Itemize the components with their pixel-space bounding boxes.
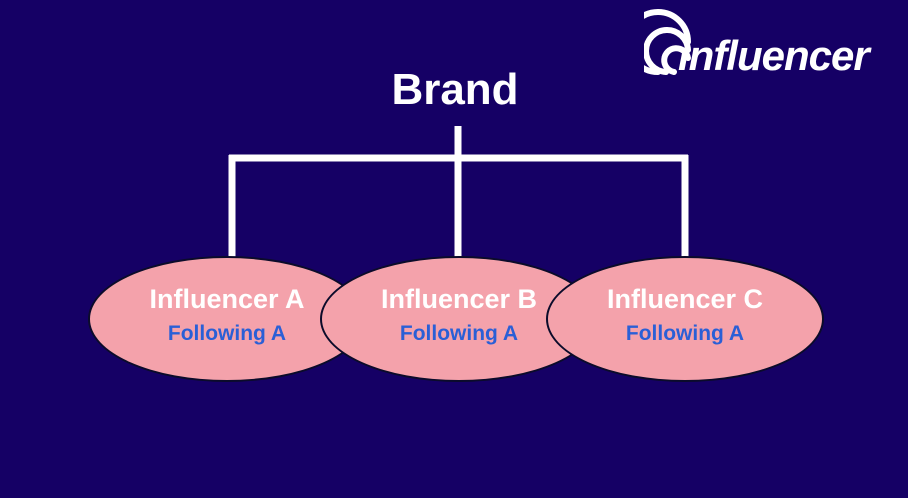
signal-waves-icon: [644, 9, 691, 75]
influencer-node-a: Influencer A Following A: [88, 256, 366, 382]
influencer-name: Influencer A: [149, 284, 305, 314]
influencer-node-c: Influencer C Following A: [546, 256, 824, 382]
following-label: Following A: [625, 322, 745, 345]
brand-node-label: Brand: [391, 65, 519, 114]
influencer-logo: influencer: [644, 8, 900, 79]
influencer-name: Influencer B: [380, 284, 538, 314]
following-label: Following A: [167, 322, 287, 345]
influencer-name: Influencer C: [606, 284, 764, 314]
following-label: Following A: [399, 322, 519, 345]
logo-wordmark: influencer: [678, 32, 870, 79]
